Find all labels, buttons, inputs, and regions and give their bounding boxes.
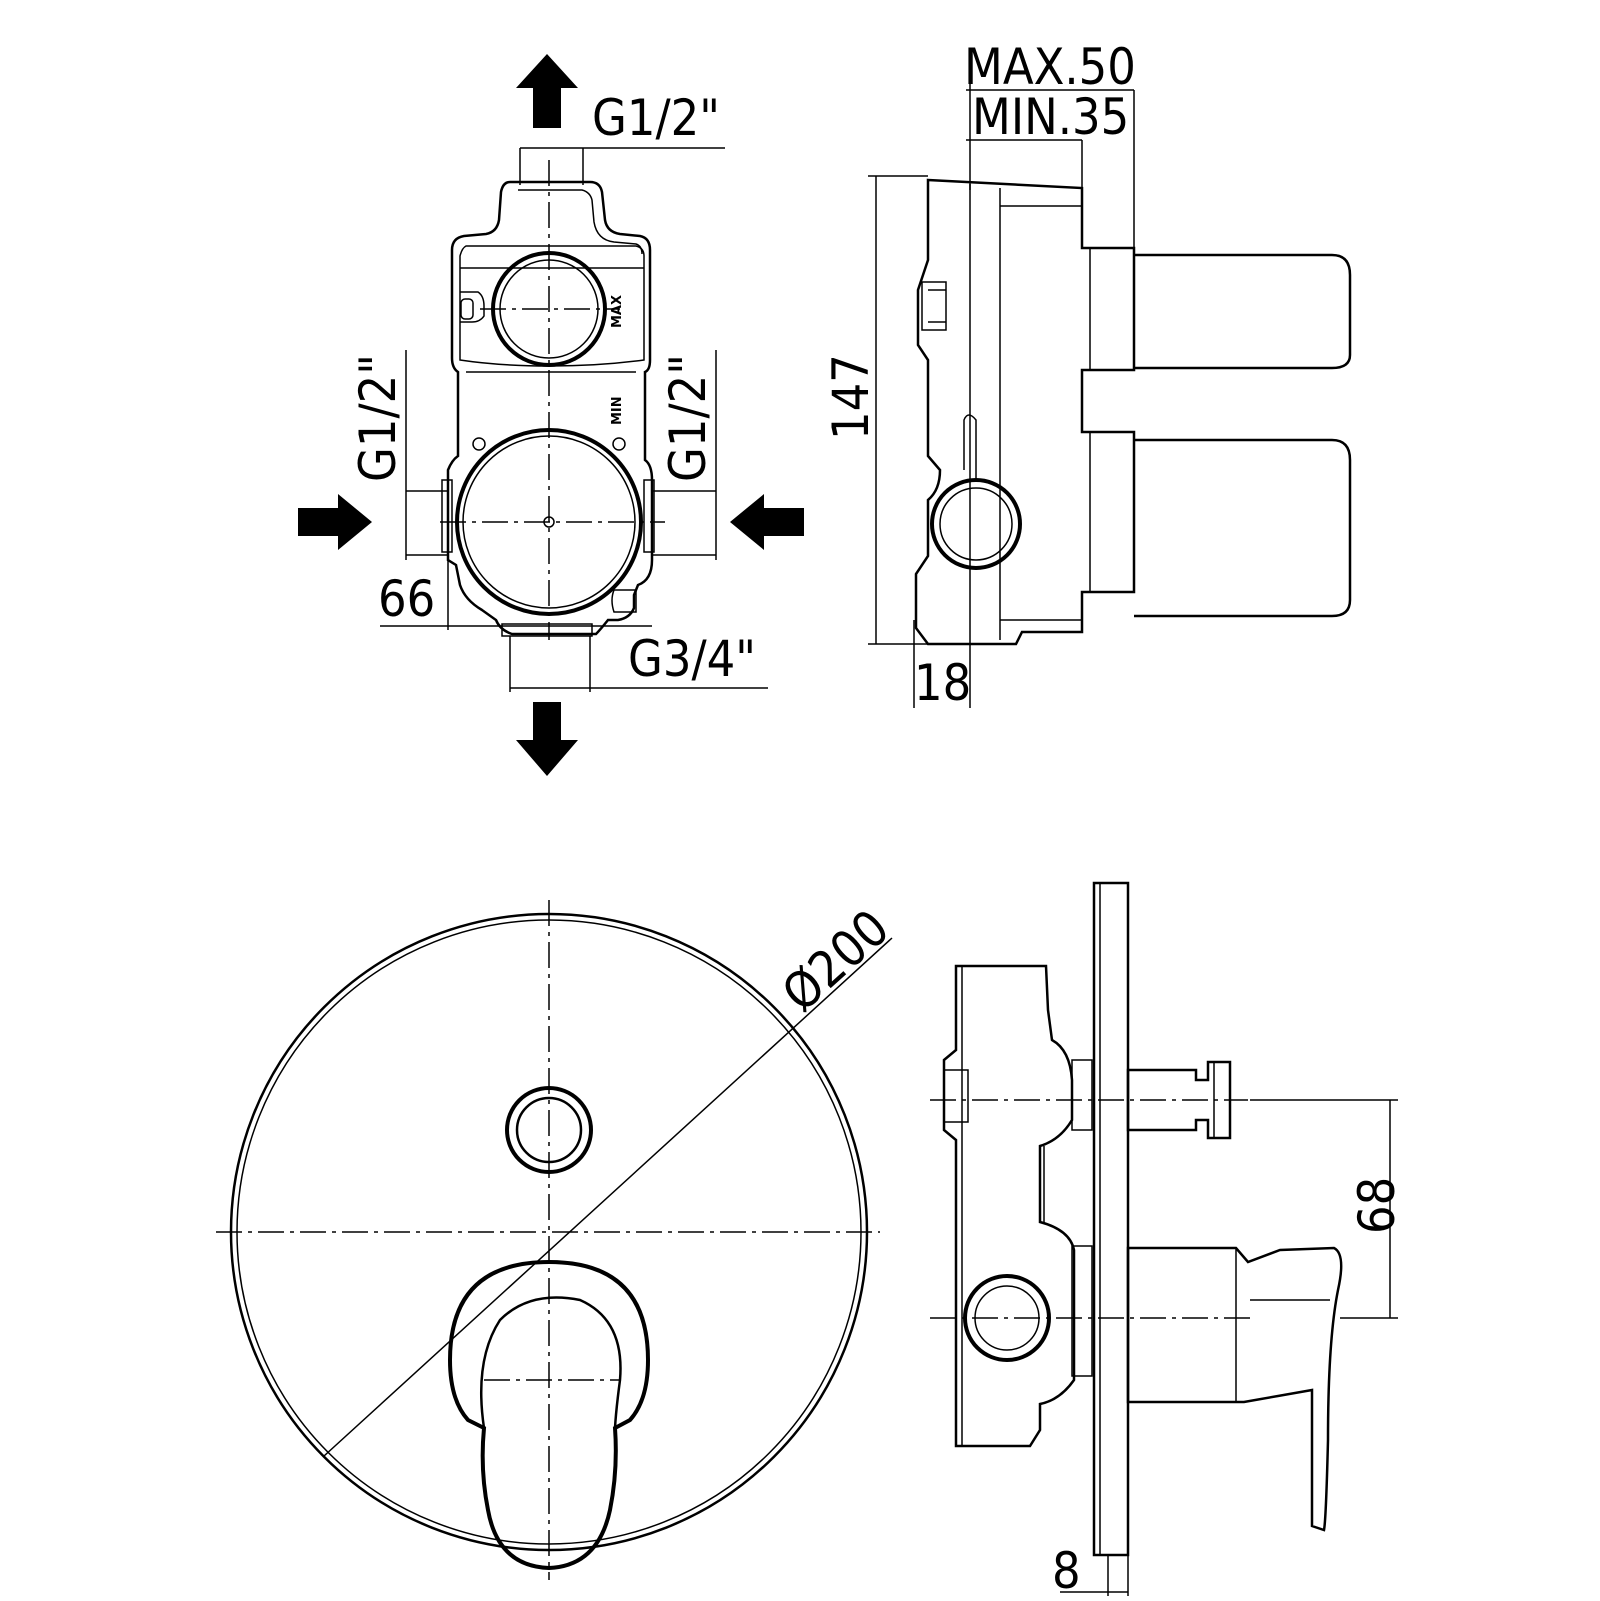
cartridge-lower	[1134, 438, 1352, 618]
front-plate-view: Ø200	[216, 899, 900, 1580]
bottom-thread-label: G3/4"	[628, 630, 756, 688]
height-dim-label: 147	[822, 354, 880, 440]
min-depth-label: MIN.35	[972, 88, 1129, 146]
inlet-arrow-left	[298, 494, 372, 550]
front-body-view: G1/2" MAX MIN	[298, 54, 804, 776]
side-assembly-view: 68 8	[930, 881, 1406, 1600]
offset-dim-label: 66	[378, 570, 435, 628]
side-cover-plate	[1092, 881, 1130, 1557]
plate-thickness-label: 8	[1052, 1542, 1081, 1600]
max-mark: MAX	[610, 295, 625, 328]
outlet-arrow-bottom	[516, 702, 578, 776]
left-thread-label: G1/2"	[349, 354, 407, 482]
outlet-arrow-top	[516, 54, 578, 128]
side-body-outline	[914, 178, 1136, 646]
mixer-lever	[447, 1259, 651, 1571]
spacing-dim-label: 68	[1348, 1177, 1406, 1234]
diameter-dim-label: Ø200	[771, 899, 900, 1023]
diverter-spindle	[1126, 1060, 1232, 1140]
inlet-arrow-right	[730, 494, 804, 550]
top-thread-label: G1/2"	[592, 89, 720, 147]
valve-body-outline	[446, 180, 654, 636]
min-mark: MIN	[610, 396, 625, 425]
side-assembly-body	[942, 964, 1076, 1448]
flange-dim-label: 18	[914, 654, 971, 712]
right-thread-label: G1/2"	[659, 354, 717, 482]
cartridge-upper	[1134, 253, 1352, 370]
side-body-view: MAX.50 MIN.35 147 18	[822, 38, 1352, 712]
max-depth-label: MAX.50	[964, 38, 1136, 96]
side-lever	[1126, 1246, 1343, 1532]
